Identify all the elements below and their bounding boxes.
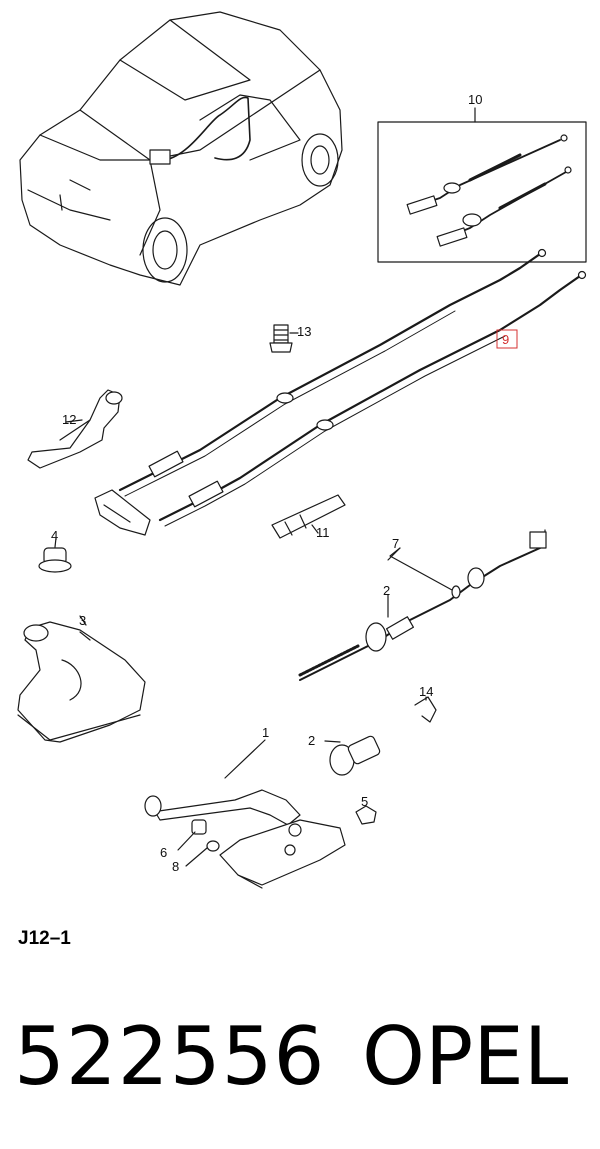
callout-labels: 10 13 9 12 11 4 7 2 3 14 1 2 5 6 8 xyxy=(51,92,518,874)
callout-6: 6 xyxy=(160,845,167,860)
handbrake-lever-1 xyxy=(144,739,346,889)
brake-cables xyxy=(118,248,587,527)
callout-2-upper: 2 xyxy=(383,583,390,598)
callout-4: 4 xyxy=(51,528,58,543)
cable-kit-box xyxy=(377,107,587,263)
bracket-12 xyxy=(27,389,123,469)
cable-7 xyxy=(298,529,547,681)
cable-end-bracket xyxy=(94,489,151,536)
callout-12: 12 xyxy=(62,412,76,427)
callout-2-lower: 2 xyxy=(308,733,315,748)
callout-1: 1 xyxy=(262,725,269,740)
small-parts xyxy=(177,805,377,867)
callout-9-highlight-box xyxy=(496,329,518,349)
bolt-13 xyxy=(269,324,299,353)
callout-11: 11 xyxy=(316,525,330,540)
bushing-2 xyxy=(324,735,381,776)
grommet-4 xyxy=(38,537,72,573)
brand-name: OPEL xyxy=(362,1010,569,1103)
diagram-code: J12–1 xyxy=(18,928,71,949)
parking-brake-exploded-diagram: 10 13 9 12 11 4 7 2 3 14 1 2 5 6 8 xyxy=(17,11,587,889)
callout-9: 9 xyxy=(502,332,509,347)
callout-8: 8 xyxy=(172,859,179,874)
callout-7: 7 xyxy=(392,536,399,551)
callout-3: 3 xyxy=(79,613,86,628)
callout-13: 13 xyxy=(297,324,311,339)
clip-11 xyxy=(271,494,346,539)
callout-14: 14 xyxy=(419,684,433,699)
boot-3 xyxy=(17,615,146,743)
callout-10: 10 xyxy=(468,92,482,107)
clip-14 xyxy=(414,696,437,723)
callout-5: 5 xyxy=(361,794,368,809)
part-number: 522556 xyxy=(14,1010,326,1103)
car-illustration xyxy=(19,11,343,286)
